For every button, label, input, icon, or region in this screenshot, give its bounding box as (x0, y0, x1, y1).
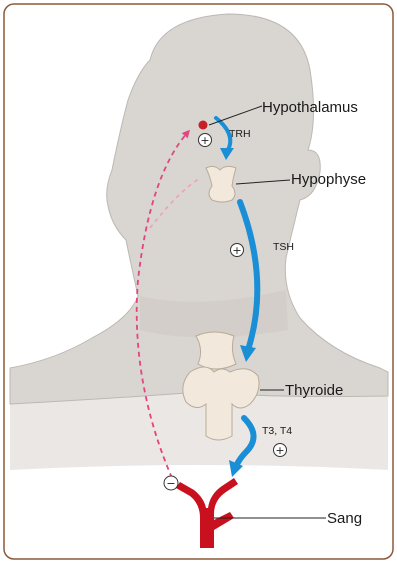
feedback-minus-sign: − (164, 476, 178, 490)
svg-text:+: + (232, 244, 241, 257)
svg-text:+: + (275, 444, 284, 457)
hypothalamus-label: Hypothalamus (262, 99, 358, 116)
hypothalamus-dot (199, 121, 208, 130)
trh-label: TRH (229, 128, 251, 140)
trh-plus-sign: + (199, 134, 212, 148)
tsh-label: TSH (273, 241, 294, 253)
tsh-plus-sign: + (231, 244, 244, 258)
t3-t4-plus-sign: + (274, 444, 287, 458)
larynx (196, 332, 236, 369)
t3-t4-label: T3, T4 (262, 425, 292, 437)
svg-text:−: − (166, 477, 175, 490)
thyroide-label: Thyroide (285, 382, 343, 399)
svg-text:+: + (200, 134, 209, 147)
sang-label: Sang (327, 510, 362, 527)
hypophyse-label: Hypophyse (291, 171, 366, 188)
